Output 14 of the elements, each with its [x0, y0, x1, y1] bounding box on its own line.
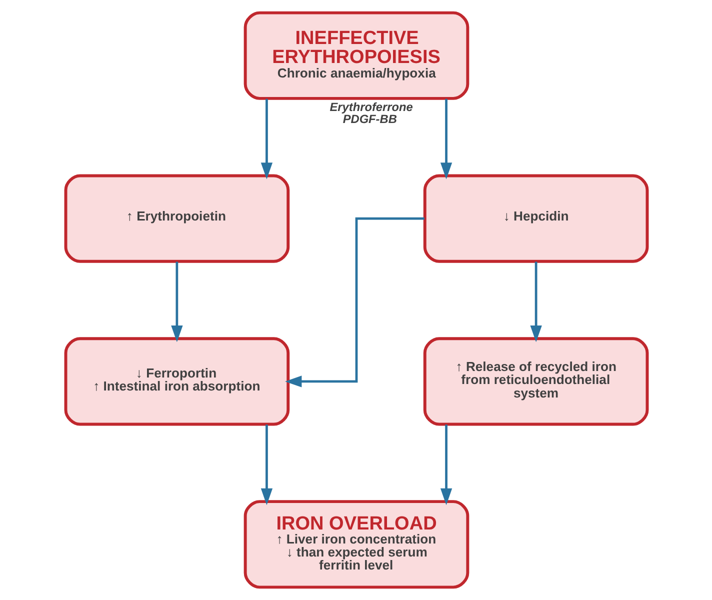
edge-label: Erythroferrone PDGF-BB [329, 100, 412, 126]
node-box: ↑ Erythropoietin [64, 174, 290, 263]
node-box: IRON OVERLOAD ↑ Liver iron concentration ↓ than expected serum ferritin level [243, 500, 469, 589]
node-box: ↑ Release of recycled iron from reticuloendothelial system [422, 337, 648, 426]
arrow [284, 217, 424, 388]
node-box: INEFFECTIVE ERYTHROPOIESIS Chronic anaemia/hypoxia [243, 11, 469, 100]
arrow [260, 424, 272, 506]
arrow [440, 98, 452, 180]
arrow [260, 98, 272, 180]
node-box: ↓ Ferroportin ↑ Intestinal iron absorption [64, 337, 290, 426]
arrow [530, 262, 542, 342]
arrow [440, 424, 452, 506]
node-box: ↓ Hepcidin [422, 174, 648, 263]
arrow [170, 262, 182, 342]
